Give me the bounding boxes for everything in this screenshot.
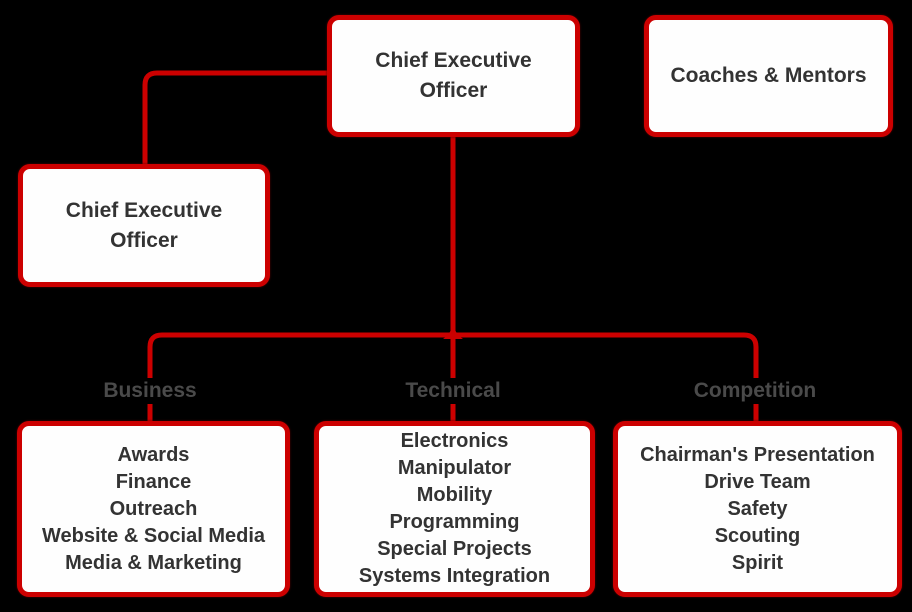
node-competition-subteams-text: Chairman's Presentation Drive Team Safet… — [640, 443, 875, 574]
node-coaches-mentors-text: Coaches & Mentors — [670, 64, 867, 87]
node-ceo-left: Chief Executive Officer — [18, 164, 270, 287]
edge-label-competition: Competition — [685, 378, 825, 404]
node-ceo-top-text: Chief Executive Officer — [375, 49, 532, 102]
node-coaches-mentors: Coaches & Mentors — [644, 15, 893, 137]
node-ceo-top: Chief Executive Officer — [327, 15, 580, 137]
edge-label-technical: Technical — [397, 378, 509, 404]
node-ceo-left-text: Chief Executive Officer — [65, 198, 223, 252]
node-business-subteams-text: Awards Finance Outreach Website & Social… — [41, 443, 266, 574]
edge-junction-flare — [443, 322, 463, 339]
node-competition-subteams: Chairman's Presentation Drive Team Safet… — [613, 421, 902, 597]
node-business-subteams: Awards Finance Outreach Website & Social… — [17, 421, 290, 597]
node-technical-subteams: Electronics Manipulator Mobility Program… — [314, 421, 595, 597]
edge-ceo-to-ceo-left — [142, 70, 330, 166]
edge-label-business: Business — [95, 378, 205, 404]
node-technical-subteams-text: Electronics Manipulator Mobility Program… — [358, 430, 551, 587]
